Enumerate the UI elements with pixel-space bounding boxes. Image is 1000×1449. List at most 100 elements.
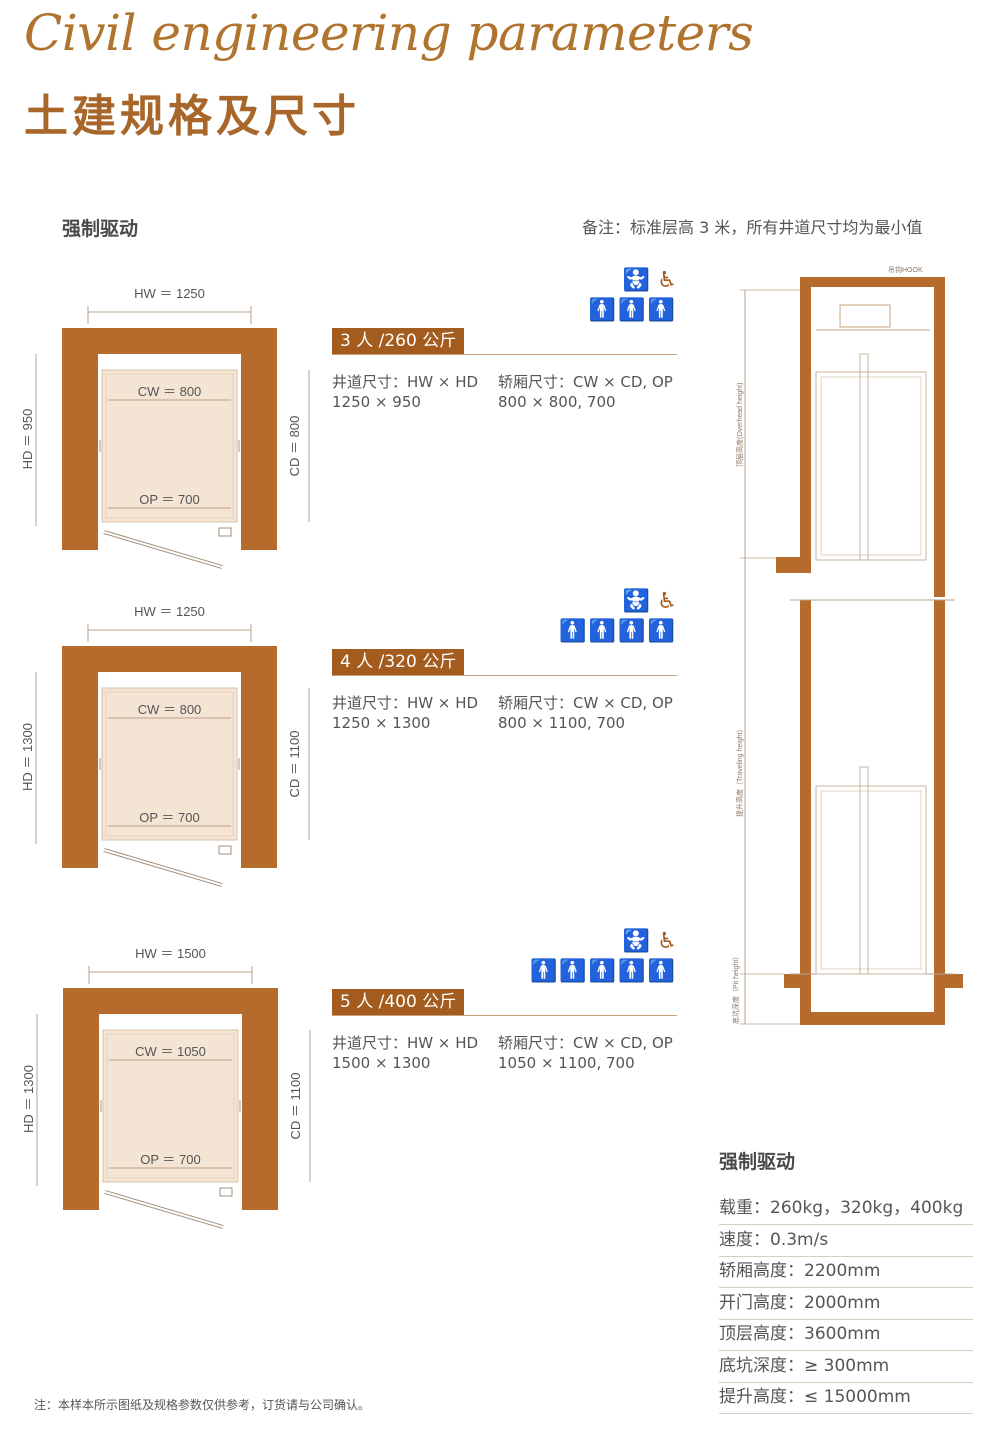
shaft-label: 井道尺寸：HW × HD bbox=[332, 694, 479, 712]
shaft-label: 井道尺寸：HW × HD bbox=[332, 1034, 479, 1052]
spec-divider bbox=[332, 1015, 677, 1016]
car-upper bbox=[815, 371, 927, 561]
door-hinge bbox=[218, 527, 232, 537]
person-icons: 🚹🚹🚹🚹 bbox=[559, 619, 677, 644]
stroller-icon: 🚼 bbox=[622, 268, 651, 293]
pit-label: 底坑深度（Pit height） bbox=[731, 953, 740, 1024]
section-svg: 吊钩HOOK 顶层高度(Overhead height) 提升高度（Travel… bbox=[731, 265, 963, 1025]
car-value: 800 × 1100, 700 bbox=[498, 714, 626, 732]
bottom-note: 注：本样本所示图纸及规格参数仅供参考，订货请与公司确认。 bbox=[34, 1398, 371, 1412]
shaft-walls bbox=[776, 277, 963, 1025]
spec-block: 🚼 ♿ 🚹🚹🚹🚹🚹 5 人 /400 公斤井道尺寸：HW × HD 1500 × 13… bbox=[332, 929, 677, 1099]
cd-label: CD ＝ 1100 bbox=[288, 1073, 303, 1140]
accessibility-icons: 🚼 ♿ bbox=[623, 589, 677, 614]
wheelchair-icon: ♿ bbox=[657, 929, 677, 954]
param-row: 轿厢高度：2200mm bbox=[719, 1256, 973, 1288]
person-icon: 🚹 bbox=[588, 298, 619, 323]
hd-label: HD ＝ 950 bbox=[20, 409, 35, 470]
door-hinge bbox=[219, 1187, 233, 1197]
title-english: Civil engineering parameters bbox=[24, 4, 754, 62]
rail bbox=[859, 766, 869, 975]
param-row: 底坑深度：≥ 300mm bbox=[719, 1351, 973, 1383]
car-inner bbox=[105, 373, 234, 519]
car-inner bbox=[105, 691, 234, 837]
cd-label: CD ＝ 800 bbox=[287, 416, 302, 477]
cd-label: CD ＝ 1100 bbox=[287, 731, 302, 798]
shaft-value: 1250 × 950 bbox=[332, 393, 421, 411]
car bbox=[101, 369, 238, 523]
rail bbox=[859, 353, 869, 561]
stroller-icon: 🚼 bbox=[622, 929, 651, 954]
param-row: 开门高度：2000mm bbox=[719, 1288, 973, 1320]
params-title: 强制驱动 bbox=[719, 1151, 796, 1173]
shaft-label: 井道尺寸：HW × HD bbox=[332, 373, 479, 391]
hw-label: HW ＝ 1500 bbox=[135, 946, 206, 961]
accessibility-icons: 🚼 ♿ bbox=[623, 929, 677, 954]
param-row: 载重：260kg，320kg，400kg bbox=[719, 1193, 973, 1225]
wheelchair-icon: ♿ bbox=[657, 589, 677, 614]
wall-right bbox=[241, 328, 277, 550]
hw-label: HW ＝ 1250 bbox=[134, 286, 205, 301]
person-icon: 🚹 bbox=[618, 619, 648, 644]
section-label: 强制驱动 bbox=[62, 218, 139, 240]
car bbox=[102, 1029, 239, 1183]
car-label: 轿厢尺寸：CW × CD, OP bbox=[498, 373, 673, 391]
hd-label: HD ＝ 1300 bbox=[20, 723, 35, 791]
shaft-value: 1250 × 1300 bbox=[332, 714, 431, 732]
machine bbox=[839, 304, 891, 328]
travel-label: 提升高度（Traveling height） bbox=[735, 725, 744, 817]
car-inner bbox=[106, 1033, 235, 1179]
capacity-badge: 4 人 /320 公斤 bbox=[332, 649, 465, 675]
person-icon: 🚹 bbox=[588, 619, 619, 644]
wall-left bbox=[62, 646, 98, 868]
person-icon: 🚹 bbox=[647, 298, 677, 323]
wall-left bbox=[63, 988, 99, 1210]
cw-label: CW ＝ 800 bbox=[138, 384, 202, 399]
person-icon: 🚹 bbox=[618, 959, 648, 984]
capacity-badge: 5 人 /400 公斤 bbox=[332, 989, 465, 1015]
car-label: 轿厢尺寸：CW × CD, OP bbox=[498, 694, 673, 712]
param-row: 速度：0.3m/s bbox=[719, 1225, 973, 1257]
wall-right bbox=[242, 988, 278, 1210]
wheelchair-icon: ♿ bbox=[657, 268, 677, 293]
hw-label: HW ＝ 1250 bbox=[134, 604, 205, 619]
person-icon: 🚹 bbox=[559, 959, 589, 984]
car-label: 轿厢尺寸：CW × CD, OP bbox=[498, 1034, 673, 1052]
swing-door-inner bbox=[104, 1191, 224, 1228]
car-upper-inner bbox=[820, 376, 922, 556]
param-row: 提升高度：≤ 15000mm bbox=[719, 1382, 973, 1414]
accessibility-icons: 🚼 ♿ bbox=[623, 268, 677, 293]
plan-1: CW ＝ 800 OP ＝ 700 HW ＝ 1250 HD ＝ 950 CD ＝ 80… bbox=[20, 286, 310, 569]
car-value: 800 × 800, 700 bbox=[498, 393, 616, 411]
plan-2: CW ＝ 800 OP ＝ 700 HW ＝ 1250 HD ＝ 1300 CD ＝ 1… bbox=[20, 604, 310, 887]
title-chinese: 土建规格及尺寸 bbox=[24, 91, 360, 142]
door-hinge bbox=[218, 845, 232, 855]
person-icons: 🚹🚹🚹🚹🚹 bbox=[530, 959, 677, 984]
param-row: 顶层高度：3600mm bbox=[719, 1319, 973, 1351]
shaft-value: 1500 × 1300 bbox=[332, 1054, 431, 1072]
swing-door-inner bbox=[103, 849, 223, 886]
spec-block: 🚼 ♿ 🚹🚹🚹🚹 4 人 /320 公斤井道尺寸：HW × HD 1250 × 130… bbox=[332, 589, 677, 759]
car-lower bbox=[815, 785, 927, 975]
person-icon: 🚹 bbox=[647, 959, 677, 984]
op-label: OP ＝ 700 bbox=[139, 492, 199, 507]
car bbox=[101, 687, 238, 841]
note-top: 备注：标准层高 3 米，所有井道尺寸均为最小值 bbox=[582, 218, 923, 237]
wall-right bbox=[241, 646, 277, 868]
person-icon: 🚹 bbox=[588, 959, 619, 984]
car-lower-inner bbox=[820, 790, 922, 970]
hd-label: HD ＝ 1300 bbox=[21, 1065, 36, 1133]
wall-left bbox=[62, 328, 98, 550]
person-icons: 🚹🚹🚹 bbox=[589, 298, 677, 323]
capacity-badge: 3 人 /260 公斤 bbox=[332, 328, 465, 354]
car-value: 1050 × 1100, 700 bbox=[498, 1054, 635, 1072]
section-view: 吊钩HOOK 顶层高度(Overhead height) 提升高度（Travel… bbox=[720, 262, 990, 1032]
op-label: OP ＝ 700 bbox=[139, 810, 199, 825]
hook-label: 吊钩HOOK bbox=[888, 265, 923, 274]
cw-label: CW ＝ 800 bbox=[138, 702, 202, 717]
stroller-icon: 🚼 bbox=[622, 589, 651, 614]
person-icon: 🚹 bbox=[559, 619, 589, 644]
plan-svg: CW ＝ 800 OP ＝ 700 HW ＝ 1250 HD ＝ 950 CD ＝ 80… bbox=[20, 286, 311, 1229]
